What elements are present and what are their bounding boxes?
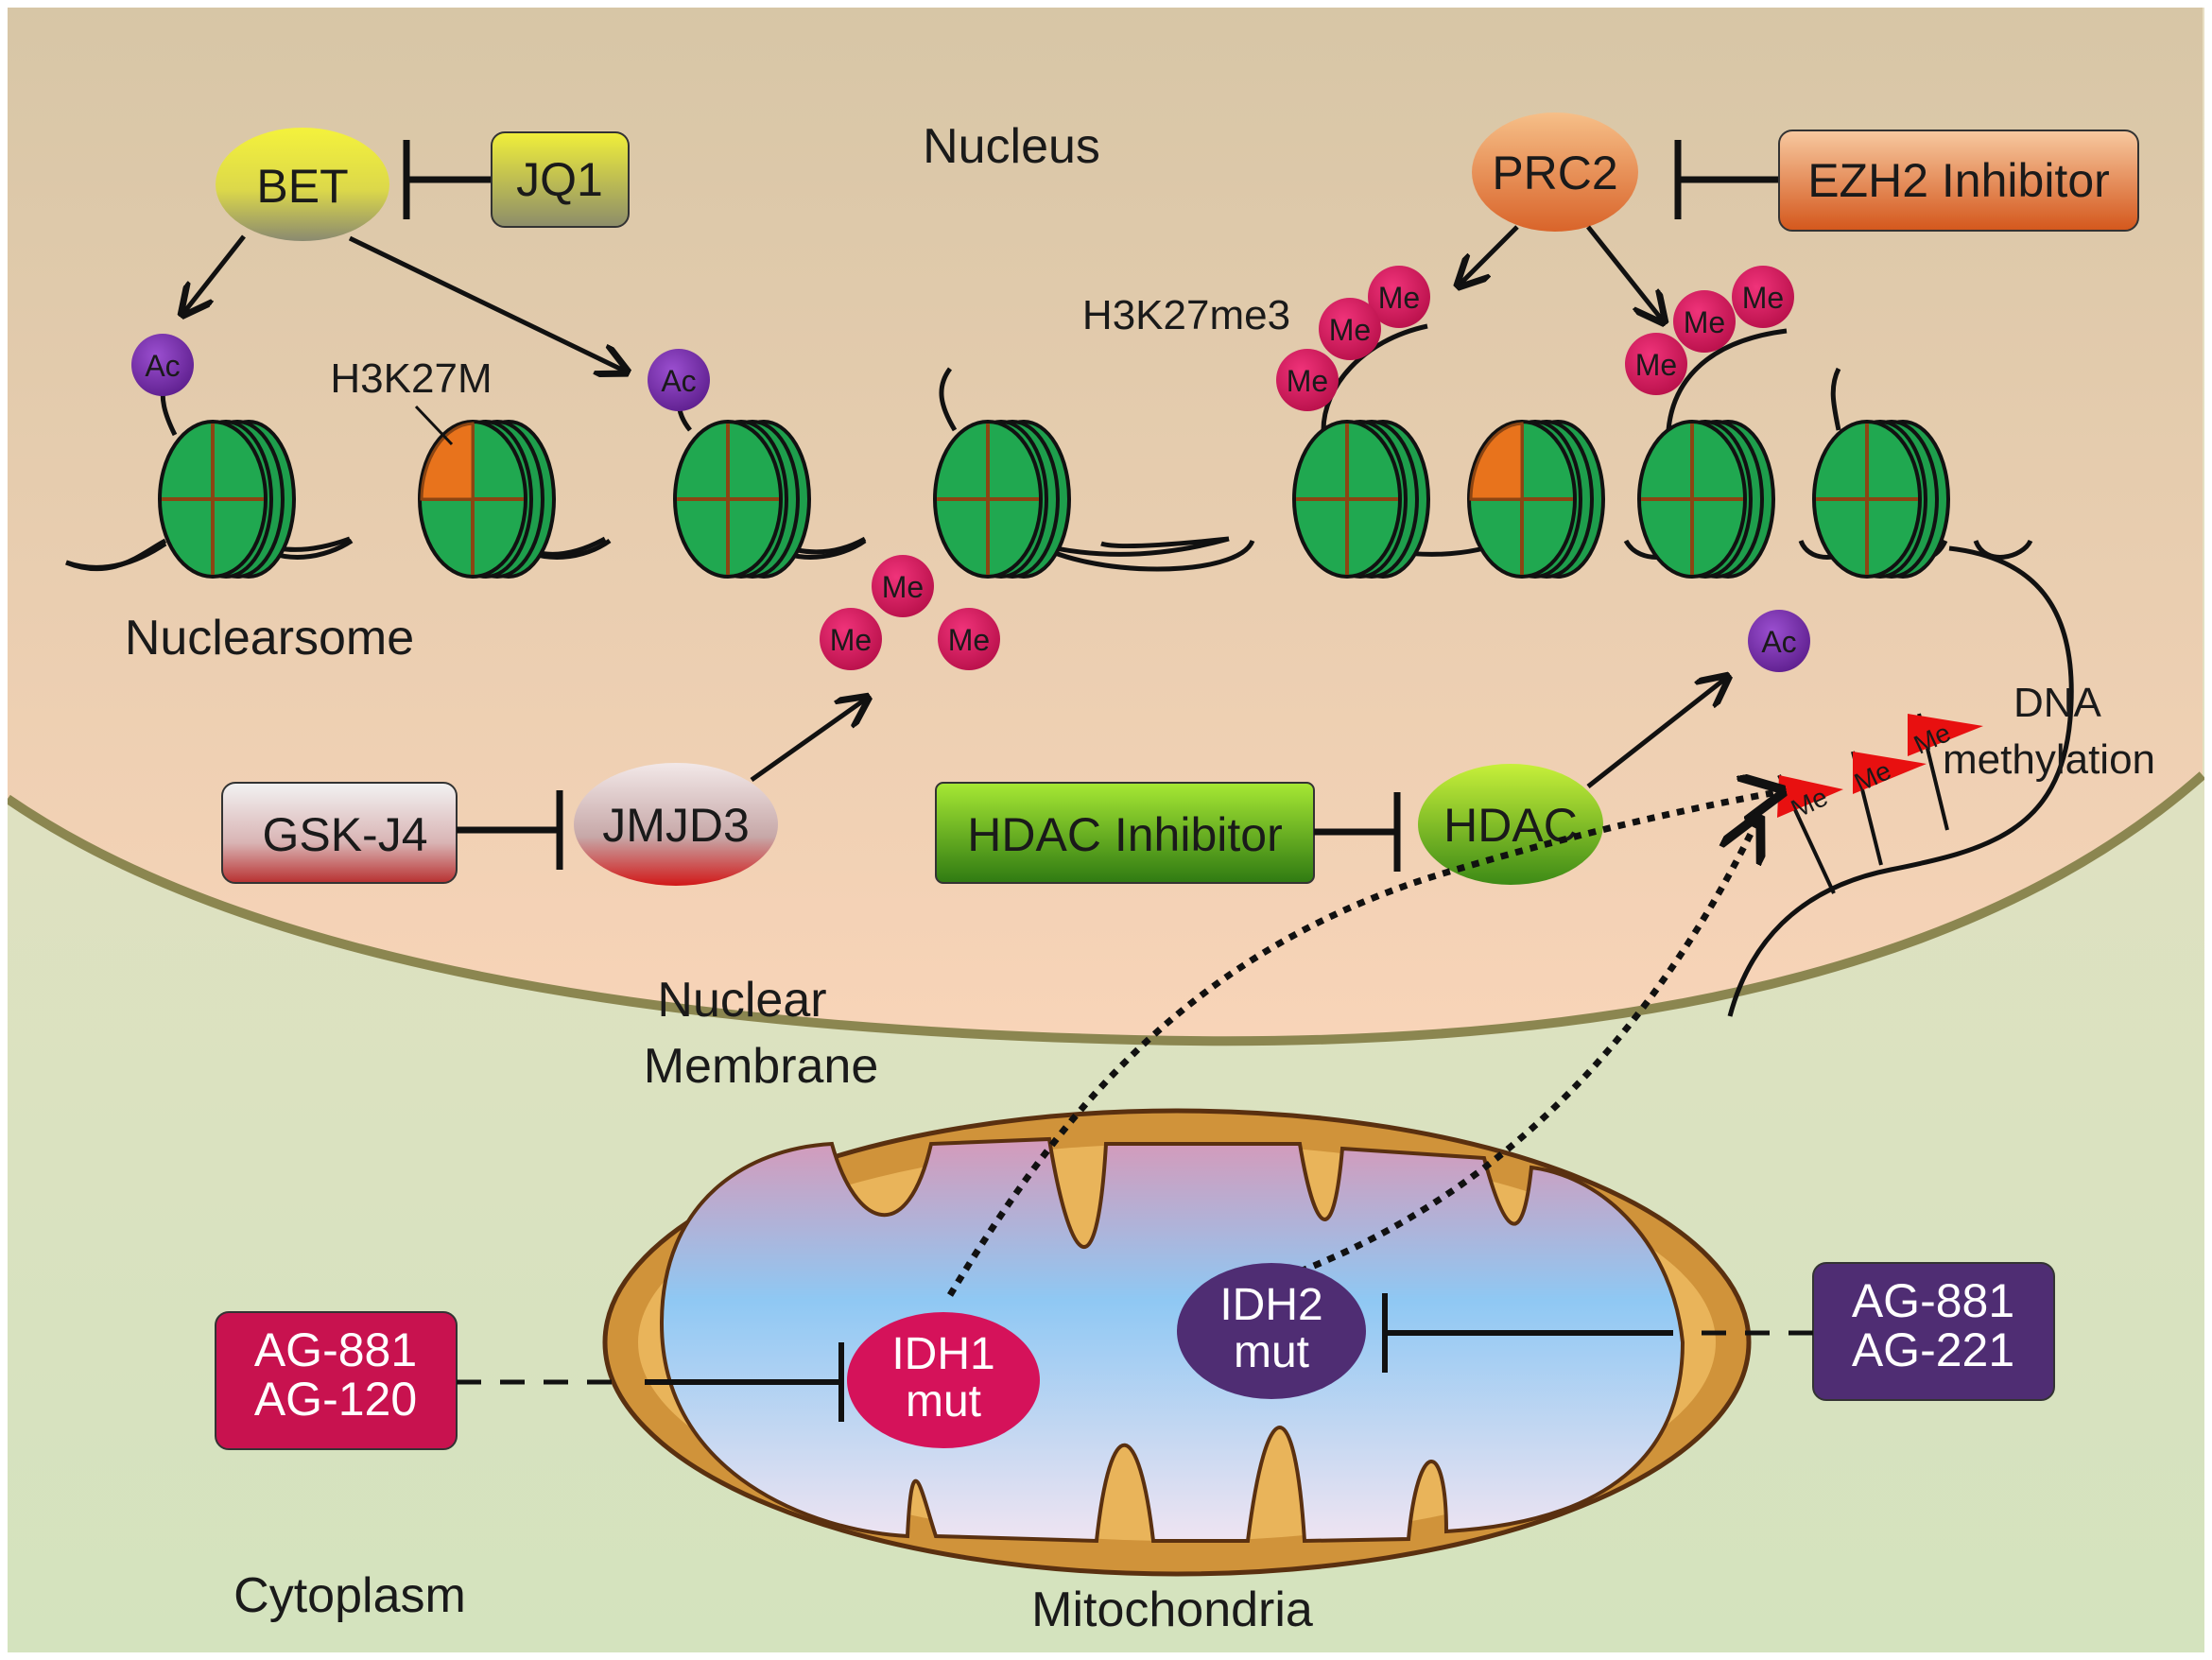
idh1-inhibition-bar — [645, 1342, 844, 1422]
gsk-j4-label: GSK-J4 — [262, 808, 427, 861]
idh1-drug-1: AG-881 — [254, 1323, 417, 1376]
acetyl-label: Ac — [661, 364, 696, 398]
methyl-label: Me — [1684, 305, 1725, 339]
nucleosome-8 — [1812, 420, 1950, 579]
methyl-cluster-left: Me Me Me — [1276, 266, 1430, 411]
methyl-label: Me — [882, 570, 924, 604]
idh1-label-1: IDH1 — [891, 1329, 994, 1379]
h3k27m-quadrant — [420, 422, 475, 501]
idh2-drugs-node: AG-881 AG-221 — [1812, 1262, 2055, 1401]
nucleosome-6 — [1467, 420, 1605, 579]
acetyl-label: Ac — [145, 349, 180, 383]
idh2-dotted-path — [1298, 822, 1756, 1275]
idh2-label-2: mut — [1234, 1327, 1309, 1377]
h3k27m-quadrant-2 — [1469, 422, 1524, 501]
mitochondria-label: Mitochondria — [1031, 1582, 1313, 1637]
nuclear-membrane-label-2: Membrane — [644, 1039, 879, 1094]
cytoplasm-label: Cytoplasm — [233, 1568, 466, 1623]
acetyl-group-1: Ac — [131, 334, 194, 396]
prc2-to-methyl-arrow-1 — [1460, 225, 1519, 284]
mitochondrion-matrix — [659, 1136, 1685, 1544]
nucleosome-2 — [418, 420, 556, 579]
jmjd3-node: JMJD3 — [574, 763, 778, 886]
methyl-label: Me — [948, 623, 990, 657]
hdac-label: HDAC — [1443, 799, 1578, 852]
idh1-label-2: mut — [906, 1376, 981, 1427]
dna-methylation-label-2: methylation — [1943, 736, 2155, 783]
jmjd3-to-methyl-arrow — [750, 700, 865, 783]
bet-label: BET — [256, 160, 348, 213]
jq1-label: JQ1 — [516, 153, 603, 206]
nucleus-background — [8, 8, 2203, 1042]
h3k27m-pointer — [414, 405, 454, 446]
idh1-mut-node: IDH1 mut — [847, 1312, 1040, 1448]
gsk-j4-inhibits-jmjd3 — [457, 790, 563, 870]
h3k27me3-label: H3K27me3 — [1082, 292, 1290, 338]
hdac-inhibitor-label: HDAC Inhibitor — [967, 808, 1282, 861]
acetyl-label: Ac — [1761, 625, 1796, 659]
acetyl-group-released: Ac — [1748, 610, 1810, 672]
dna-methylation-flags: Me Me Me — [1777, 713, 1983, 894]
nuclear-membrane-label-1: Nuclear — [657, 973, 826, 1028]
idh1-dotted-path — [947, 792, 1777, 1297]
methyl-label: Me — [1378, 281, 1420, 315]
methyl-cluster-right: Me Me Me — [1625, 266, 1794, 395]
idh2-drug-2: AG-221 — [1852, 1323, 2014, 1376]
methyl-label: Me — [830, 623, 872, 657]
hdac-inhibitor-inhibits-hdac — [1314, 792, 1401, 872]
nuclearsome-label: Nuclearsome — [125, 611, 414, 666]
methyl-label: Me — [1742, 281, 1784, 315]
prc2-label: PRC2 — [1492, 147, 1617, 199]
nuclear-membrane — [5, 771, 2206, 1046]
hdac-to-acetyl-arrow — [1586, 679, 1725, 788]
hdac-inhibitor-node: HDAC Inhibitor — [935, 782, 1315, 884]
methyl-cluster-released: Me Me Me — [820, 555, 1000, 670]
idh2-inhibition-bar — [1382, 1293, 1673, 1373]
jq1-inhibits-bet — [403, 140, 493, 219]
dna-methylation-label-1: DNA — [2013, 680, 2102, 726]
nucleosome-7 — [1637, 420, 1775, 579]
dna-tail — [1727, 545, 2074, 1017]
idh2-mut-node: IDH2 mut — [1177, 1263, 1366, 1399]
jmjd3-label: JMJD3 — [602, 799, 750, 852]
ezh2-inhibitor-node: EZH2 Inhibitor — [1778, 130, 2139, 232]
mitochondrion — [602, 1108, 1752, 1577]
nucleosome-5 — [1292, 420, 1430, 579]
methyl-label: Me — [1329, 313, 1371, 347]
gsk-j4-node: GSK-J4 — [221, 782, 458, 884]
h3k27m-label: H3K27M — [330, 355, 492, 402]
bet-to-acetyl-arrow-2 — [348, 235, 624, 371]
jq1-node: JQ1 — [491, 131, 630, 228]
nucleus-label: Nucleus — [923, 119, 1100, 174]
nucleosome-4 — [933, 420, 1071, 579]
ezh2-inhibitor-label: EZH2 Inhibitor — [1807, 154, 2110, 207]
nucleosome-3 — [673, 420, 811, 579]
methyl-label: Me — [1635, 348, 1677, 382]
ezh2-inhibits-prc2 — [1674, 140, 1779, 219]
bet-node: BET — [216, 128, 389, 241]
prc2-node: PRC2 — [1472, 112, 1638, 232]
idh2-label-1: IDH2 — [1219, 1280, 1322, 1330]
acetyl-group-2: Ac — [648, 349, 710, 411]
idh1-drugs-node: AG-881 AG-120 — [215, 1311, 458, 1450]
nucleosome-1 — [158, 420, 296, 579]
hdac-node: HDAC — [1418, 764, 1603, 885]
idh1-drug-2: AG-120 — [254, 1373, 417, 1426]
idh2-drug-1: AG-881 — [1852, 1274, 2014, 1327]
prc2-to-methyl-arrow-2 — [1586, 225, 1662, 320]
bet-to-acetyl-arrow-1 — [184, 234, 246, 312]
methyl-label: Me — [1287, 364, 1328, 398]
